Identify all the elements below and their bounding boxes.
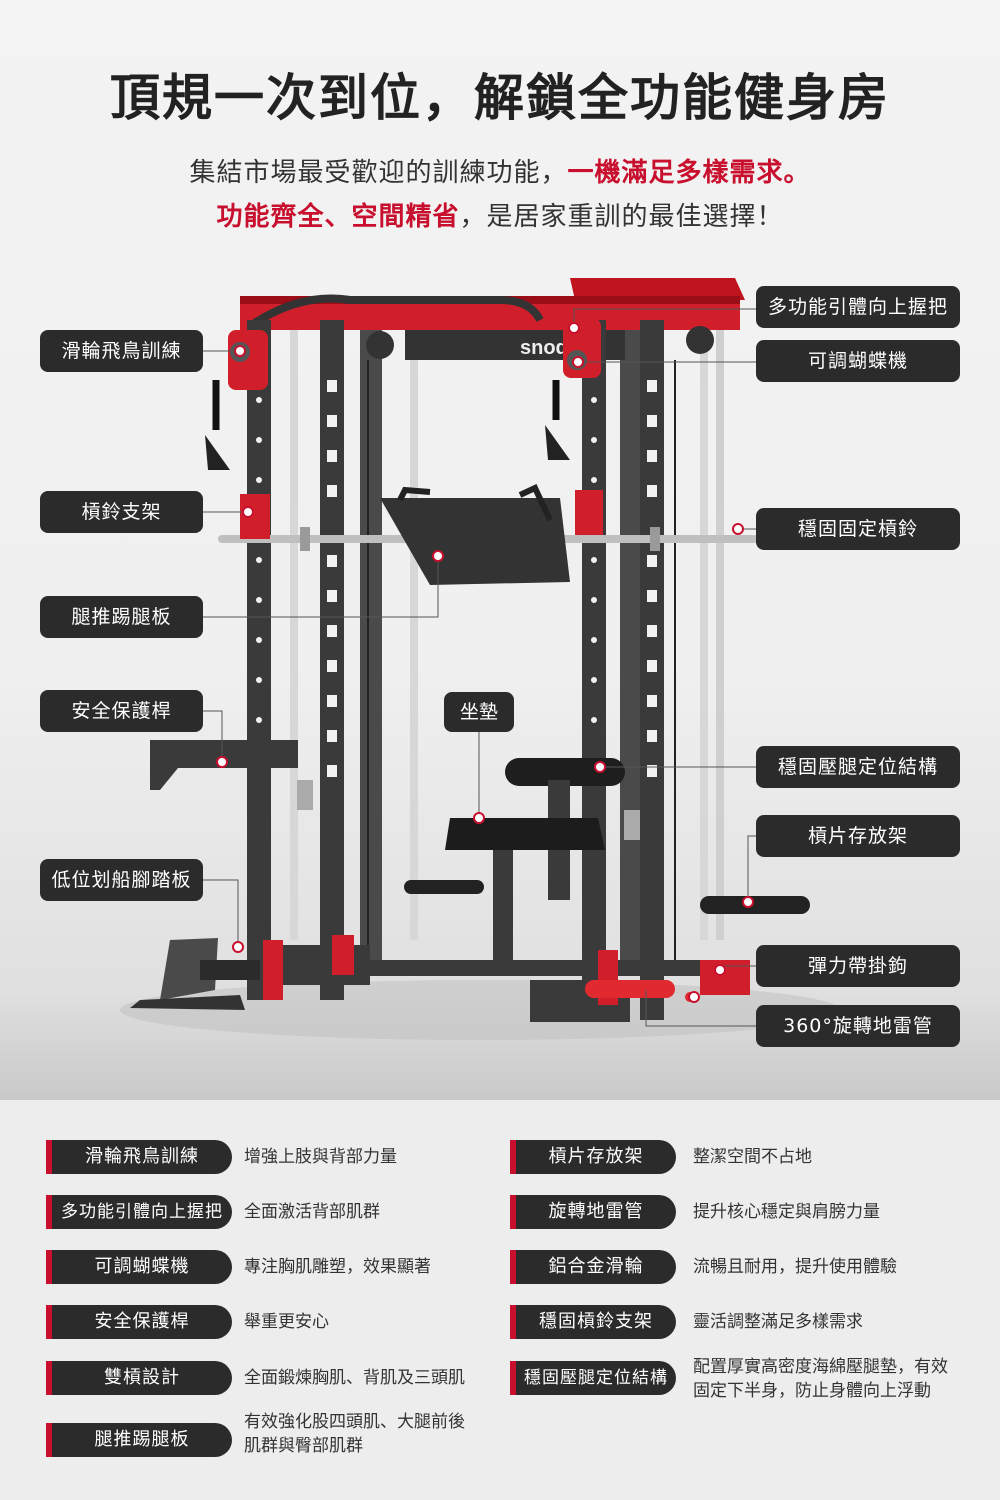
feature-row: 穩固槓鈴支架 靈活調整滿足多樣需求 (510, 1305, 970, 1339)
feature-tag: 穩固槓鈴支架 (510, 1305, 676, 1339)
feature-desc: 肌群與臀部肌群 (244, 1436, 363, 1456)
feature-tag: 雙槓設計 (46, 1361, 232, 1395)
callout-pec-deck: 可調蝴蝶機 (756, 340, 960, 382)
feature-tag: 鋁合金滑輪 (510, 1250, 676, 1284)
feature-tag: 滑輪飛鳥訓練 (46, 1140, 232, 1174)
callout-band-hook: 彈力帶掛鉤 (756, 945, 960, 987)
feature-desc: 全面鍛煉胸肌、背肌及三頭肌 (244, 1368, 465, 1388)
callout-lines (203, 308, 756, 1027)
feature-tag: 穩固壓腿定位結構 (510, 1361, 676, 1395)
subtitle-line-2: 功能齊全、空間精省，是居家重訓的最佳選擇！ (216, 202, 784, 232)
feature-row: 安全保護桿 舉重更安心 (46, 1305, 486, 1339)
callout-barbell-rack: 槓鈴支架 (40, 491, 203, 533)
feature-tag: 腿推踢腿板 (46, 1423, 232, 1457)
feature-row: 腿推踢腿板 有效強化股四頭肌、大腿前後 肌群與臀部肌群 (46, 1412, 486, 1463)
feature-desc: 專注胸肌雕塑，效果顯著 (244, 1257, 431, 1277)
feature-row: 多功能引體向上握把 全面激活背部肌群 (46, 1195, 486, 1229)
feature-desc: 固定下半身，防止身體向上浮動 (693, 1381, 931, 1401)
callout-safety-arm: 安全保護桿 (40, 690, 203, 732)
feature-row: 穩固壓腿定位結構 配置厚實高密度海綿壓腿墊，有效 固定下半身，防止身體向上浮動 (510, 1357, 970, 1407)
callout-fixed-barbell: 穩固固定槓鈴 (756, 508, 960, 550)
page-title: 頂規一次到位，解鎖全功能健身房 (110, 69, 890, 127)
feature-desc: 整潔空間不占地 (693, 1147, 812, 1167)
feature-row: 滑輪飛鳥訓練 增強上肢與背部力量 (46, 1140, 486, 1174)
hero-section: 頂規一次到位，解鎖全功能健身房 集結市場最受歡迎的訓練功能，一機滿足多樣需求。 … (0, 0, 1000, 1100)
feature-row: 雙槓設計 全面鍛煉胸肌、背肌及三頭肌 (46, 1361, 486, 1395)
feature-desc: 配置厚實高密度海綿壓腿墊，有效 (693, 1357, 948, 1377)
feature-row: 旋轉地雷管 提升核心穩定與肩膀力量 (510, 1195, 970, 1229)
feature-tag: 槓片存放架 (510, 1140, 676, 1174)
callout-pullup-grip: 多功能引體向上握把 (756, 286, 960, 328)
feature-desc: 全面激活背部肌群 (244, 1202, 380, 1222)
callout-cable-fly: 滑輪飛鳥訓練 (40, 330, 203, 372)
subtitle-line-1: 集結市場最受歡迎的訓練功能，一機滿足多樣需求。 (189, 158, 811, 188)
callout-plate-storage: 槓片存放架 (756, 815, 960, 857)
feature-desc: 增強上肢與背部力量 (244, 1147, 397, 1167)
feature-row: 鋁合金滑輪 流暢且耐用，提升使用體驗 (510, 1250, 970, 1284)
feature-desc: 流暢且耐用，提升使用體驗 (693, 1257, 897, 1277)
feature-desc: 提升核心穩定與肩膀力量 (693, 1202, 880, 1222)
feature-tag: 旋轉地雷管 (510, 1195, 676, 1229)
feature-tag: 多功能引體向上握把 (46, 1195, 232, 1229)
callout-seat: 坐墊 (444, 692, 514, 732)
feature-desc: 舉重更安心 (244, 1312, 329, 1332)
callout-leg-hold: 穩固壓腿定位結構 (756, 746, 960, 788)
feature-spec-section: 滑輪飛鳥訓練 增強上肢與背部力量 多功能引體向上握把 全面激活背部肌群 可調蝴蝶… (0, 1100, 1000, 1500)
feature-desc: 靈活調整滿足多樣需求 (693, 1312, 863, 1332)
feature-tag: 可調蝴蝶機 (46, 1250, 232, 1284)
callout-landmine: 360°旋轉地雷管 (756, 1005, 960, 1047)
feature-desc: 有效強化股四頭肌、大腿前後 (244, 1412, 465, 1432)
feature-row: 可調蝴蝶機 專注胸肌雕塑，效果顯著 (46, 1250, 486, 1284)
callout-row-footplate: 低位划船腳踏板 (40, 859, 203, 901)
feature-tag: 安全保護桿 (46, 1305, 232, 1339)
feature-row: 槓片存放架 整潔空間不占地 (510, 1140, 970, 1174)
callout-leg-press-plate: 腿推踢腿板 (40, 596, 203, 638)
